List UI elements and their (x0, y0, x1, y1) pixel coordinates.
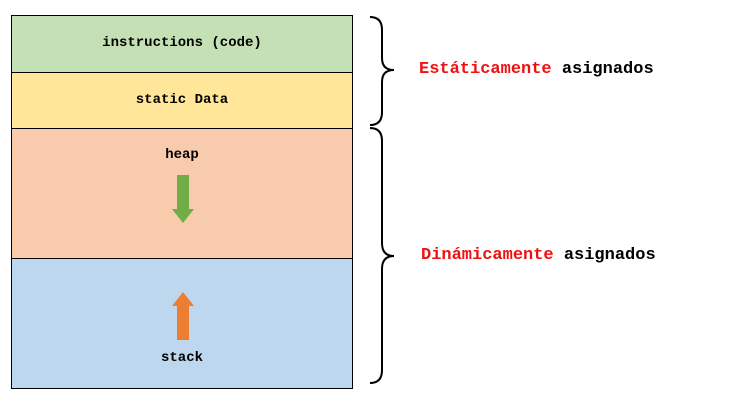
instructions-segment: instructions (code) (12, 16, 352, 72)
static-allocation-rest: asignados (551, 60, 654, 79)
static-brace (369, 16, 395, 126)
instructions-label: instructions (code) (102, 35, 262, 51)
dynamic-brace (369, 127, 395, 384)
dynamic-allocation-accent: Dinámicamente (421, 246, 554, 265)
dynamic-allocation-rest: asignados (553, 246, 656, 265)
stack-label: stack (160, 350, 203, 366)
arrow-down-icon (172, 175, 194, 223)
static-data-segment: static Data (12, 72, 352, 128)
heap-label: heap (165, 147, 199, 163)
arrow-up-icon (172, 292, 194, 340)
heap-segment: heap (12, 128, 352, 258)
braces (369, 16, 395, 384)
stack-segment: stack (12, 258, 352, 388)
static-allocation-accent: Estáticamente (419, 60, 552, 79)
dynamic-allocation-label: Dinámicamente asignados (421, 246, 656, 265)
static-allocation-label: Estáticamente asignados (419, 60, 654, 79)
static-data-label: static Data (135, 92, 229, 108)
memory-layout: instructions (code) static Data heap sta… (11, 15, 353, 389)
